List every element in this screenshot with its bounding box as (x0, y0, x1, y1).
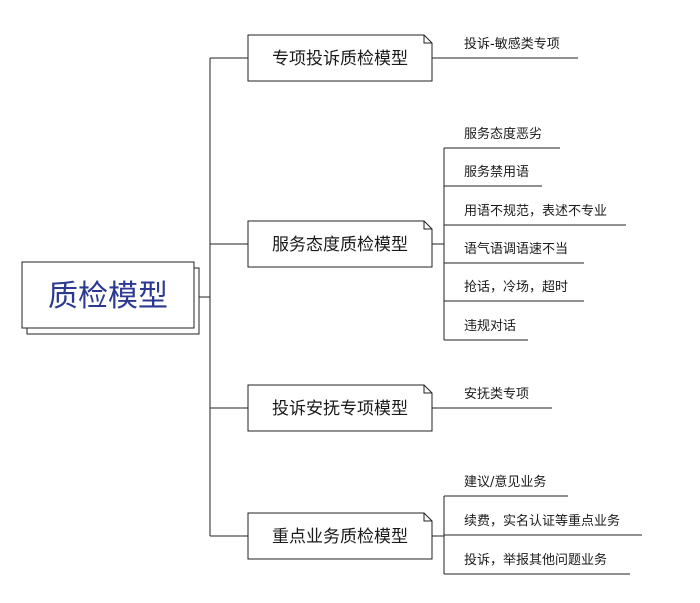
folded-corner-icon (423, 221, 432, 230)
leaf-label-3-2: 投诉，举报其他问题业务 (464, 552, 607, 568)
root-label: 质检模型 (48, 279, 168, 314)
folded-corner-icon (423, 35, 432, 44)
branch-box-2 (247, 384, 433, 432)
branch-node-3[interactable]: 重点业务质检模型 (247, 512, 433, 560)
root-node[interactable] (21, 261, 195, 329)
folded-corner-icon (423, 513, 432, 522)
branch-node-2[interactable]: 投诉安抚专项模型 (247, 384, 433, 432)
branch-box-1 (247, 220, 433, 268)
branch-box-3 (247, 512, 433, 560)
leaf-label-1-4: 抢话，冷场，超时 (464, 279, 568, 295)
leaf-label-3-0: 建议/意见业务 (464, 474, 546, 490)
leaf-label-0-0: 投诉-敏感类专项 (464, 36, 560, 52)
branch-label-2: 投诉安抚专项模型 (272, 399, 408, 419)
folded-corner-icon (423, 385, 432, 394)
branch-node-0[interactable]: 专项投诉质检模型 (247, 34, 433, 82)
leaf-label-1-1: 服务禁用语 (464, 164, 529, 180)
branch-label-1: 服务态度质检模型 (272, 235, 408, 255)
branch-label-0: 专项投诉质检模型 (272, 49, 408, 69)
branch-box-0 (247, 34, 433, 82)
leaf-label-1-3: 语气语调语速不当 (464, 241, 568, 257)
leaf-label-1-5: 违规对话 (464, 319, 516, 334)
branch-node-1[interactable]: 服务态度质检模型 (247, 220, 433, 268)
leaf-label-3-1: 续费，实名认证等重点业务 (464, 513, 620, 529)
leaf-label-1-2: 用语不规范，表述不专业 (464, 204, 607, 219)
branch-label-3: 重点业务质检模型 (272, 527, 408, 547)
leaf-label-2-0: 安抚类专项 (464, 387, 529, 402)
leaf-label-1-0: 服务态度恶劣 (464, 126, 542, 142)
